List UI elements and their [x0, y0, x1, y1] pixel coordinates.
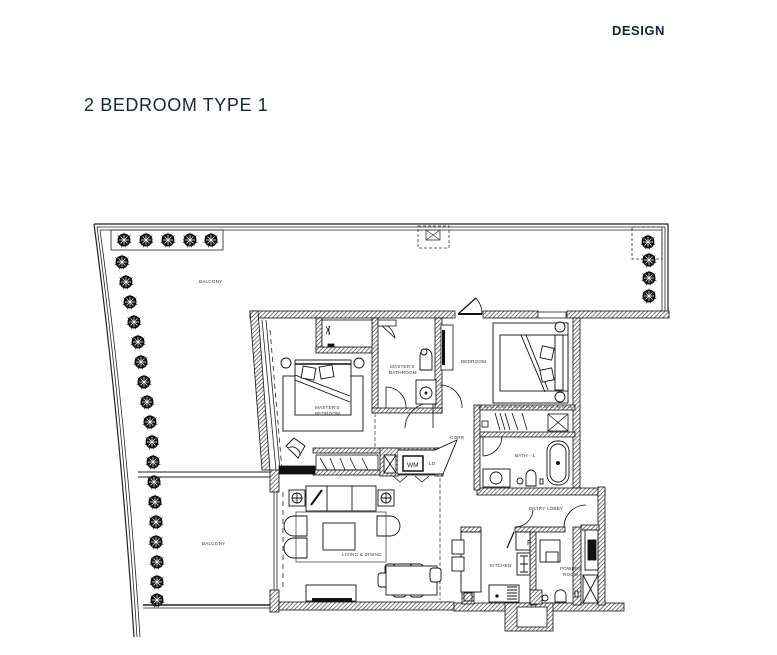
kitchen: [451, 531, 531, 603]
room-label-powder-2: ROOM: [563, 572, 578, 577]
ac-unit-icon: [417, 225, 450, 249]
room-label-corr: CORR: [450, 435, 465, 440]
room-label-masters-bathroom-2: BATHROOM: [389, 370, 417, 375]
armchairs: [283, 515, 401, 559]
room-label-wm: WM: [407, 462, 419, 469]
plants-left: [113, 253, 166, 609]
plants-right: [639, 233, 658, 305]
linen-cupboard: [392, 475, 430, 483]
bedroom-bed: [492, 321, 569, 404]
laundry: [383, 439, 458, 475]
shower-area: [321, 319, 373, 348]
armchair-icon: [285, 437, 306, 459]
room-label-masters-bedroom-1: MASTER'S: [315, 405, 340, 410]
fridge-label: F: [527, 540, 531, 547]
dining-table: [377, 563, 442, 598]
balcony-door: [457, 297, 483, 315]
room-label-masters-bathroom-1: MASTER'S: [390, 364, 415, 369]
room-label-balcony-top: BALCONY: [199, 279, 222, 284]
bulkhead-lines: [374, 413, 441, 600]
section-label: DESIGN: [612, 23, 665, 38]
room-label-masters-bedroom-2: BEDROOM: [315, 411, 340, 416]
room-label-bedroom: BEDROOM: [461, 359, 486, 364]
bath-fixtures: [482, 440, 570, 488]
sofa: [288, 485, 395, 512]
bedroom-wardrobe: [481, 412, 569, 432]
plants-top: [115, 231, 220, 249]
room-label-kitchen: KITCHEN: [490, 563, 512, 568]
entry-door: [582, 529, 599, 604]
glazing: [261, 311, 567, 590]
room-label-ld: LD: [429, 461, 436, 466]
master-bed: [280, 357, 365, 432]
room-label-bath: BATH - 1: [515, 453, 535, 458]
page-title: 2 BEDROOM TYPE 1: [84, 95, 269, 115]
door-swing: [377, 319, 587, 528]
balcony-outline: [93, 223, 669, 638]
room-label-balcony-bottom: BALCONY: [202, 541, 225, 546]
powder-room-fixtures: [539, 539, 579, 603]
room-label-living-dining: LIVING & DINING: [342, 552, 382, 557]
room-label-powder-1: POWDER: [560, 566, 582, 571]
coffee-table: [322, 522, 356, 551]
planter-box: [110, 229, 224, 251]
room-label-entry-lobby: ENTRY LOBBY: [529, 506, 563, 511]
master-bath-fixtures: [415, 325, 452, 405]
wardrobe: [315, 454, 379, 471]
rug: [295, 511, 387, 563]
